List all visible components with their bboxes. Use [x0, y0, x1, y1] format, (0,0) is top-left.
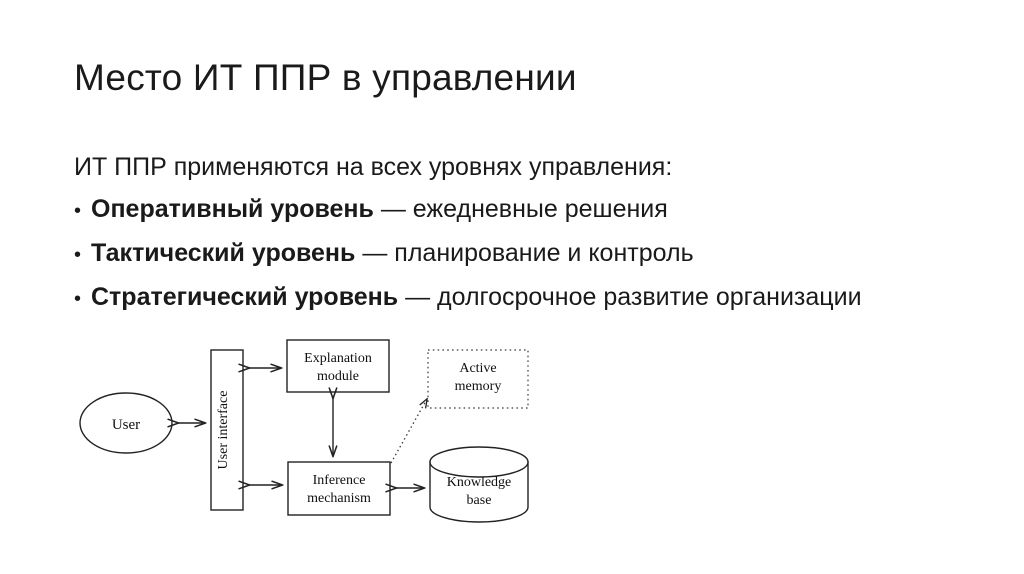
- lead-line: ИТ ППР применяются на всех уровнях управ…: [74, 153, 673, 181]
- node-active-memory-label-1: Active: [459, 361, 496, 376]
- node-explanation-module-label-2: module: [317, 369, 359, 384]
- node-inference-mechanism: Inference mechanism: [287, 461, 391, 516]
- inference-mechanism-rect-shape: [287, 461, 391, 516]
- node-knowledge-base-label-1: Knowledge: [447, 475, 512, 490]
- knowledge-base-top-shape: [429, 446, 529, 478]
- list-item: • Тактический уровень — планирование и ко…: [74, 238, 974, 271]
- node-explanation-module: Explanation module: [286, 339, 390, 393]
- connector-inference-mechanism-to-active-memory: [390, 399, 427, 464]
- body-text-block: ИТ ППР применяются на всех уровнях управ…: [74, 152, 974, 326]
- bullet-description: — долгосрочное развитие организации: [398, 283, 862, 311]
- user-interface-rect-shape: [210, 349, 244, 511]
- bullet-description: — ежедневные решения: [373, 195, 668, 223]
- bullet-description: — планирование и контроль: [355, 239, 694, 267]
- node-inference-mechanism-label-2: mechanism: [307, 491, 371, 506]
- bullet-marker-icon: •: [74, 244, 82, 266]
- node-user-interface: User interface: [210, 349, 244, 511]
- node-user-interface-label: User interface: [216, 391, 231, 470]
- list-item: • Стратегический уровень — долгосрочное р…: [74, 282, 974, 315]
- bullet-marker-icon: •: [74, 288, 82, 310]
- bullet-term: Оперативный уровень: [91, 195, 374, 223]
- knowledge-base-body-shape: [429, 461, 529, 523]
- expert-system-diagram: User User interface Explanation module A…: [0, 324, 600, 554]
- node-inference-mechanism-label-1: Inference: [313, 473, 366, 488]
- bullet-term: Стратегический уровень: [91, 283, 399, 311]
- node-user: User: [79, 392, 173, 454]
- node-user-label: User: [112, 417, 140, 433]
- bullet-term: Тактический уровень: [91, 239, 356, 267]
- list-item: • Оперативный уровень — ежедневные решени…: [74, 194, 974, 227]
- node-knowledge-base: Knowledge base: [429, 446, 529, 523]
- node-knowledge-base-label-2: base: [467, 493, 492, 508]
- active-memory-rect-shape: [427, 349, 529, 409]
- node-active-memory-label-2: memory: [455, 379, 502, 394]
- explanation-module-rect-shape: [286, 339, 390, 393]
- node-explanation-module-label-1: Explanation: [304, 351, 372, 366]
- node-active-memory: Active memory: [427, 349, 529, 409]
- page-title: Место ИТ ППР в управлении: [74, 57, 577, 98]
- bullet-marker-icon: •: [74, 200, 82, 222]
